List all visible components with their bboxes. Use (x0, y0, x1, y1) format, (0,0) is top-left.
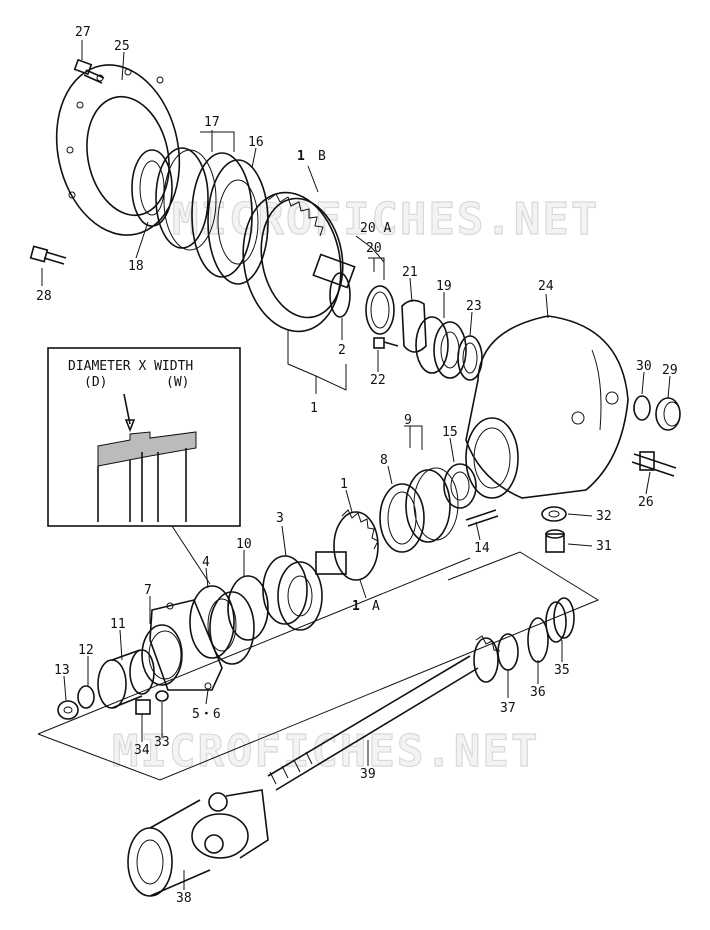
callout-12: 12 (78, 643, 94, 658)
part-28-bolt (29, 245, 67, 265)
callout-23: 23 (466, 299, 482, 314)
callout-22: 22 (370, 373, 386, 388)
callout-1-mid: 1 (340, 477, 348, 492)
part-13-nut (57, 700, 79, 720)
part-29-plug (655, 397, 681, 431)
part-32-washer (541, 506, 567, 522)
callout-14: 14 (474, 541, 490, 556)
callout-29: 29 (662, 363, 678, 378)
inset-title: DIAMETER X WIDTH (68, 359, 193, 374)
callout-labels: 27 25 17 16 1 B 20 A 20 21 19 23 24 18 2… (36, 25, 678, 906)
callout-32: 32 (596, 509, 612, 524)
part-7-ring (141, 624, 183, 686)
part-1a-pinion-gear (315, 509, 379, 581)
part-18-seal (131, 149, 173, 227)
inset-w-label: (W) (166, 375, 189, 390)
callout-1b-letter: B (318, 149, 326, 164)
part-20-ring (365, 285, 395, 335)
part-27-bolt (73, 58, 105, 84)
part-8-ring (379, 483, 425, 553)
part-2-ring (329, 272, 351, 318)
callout-37: 37 (500, 701, 516, 716)
callout-28: 28 (36, 289, 52, 304)
part-14-stud (465, 509, 499, 527)
callout-9: 9 (404, 413, 412, 428)
callout-26: 26 (638, 495, 654, 510)
callout-20a: 20 A (360, 221, 391, 236)
callout-39: 39 (360, 767, 376, 782)
callout-8: 8 (380, 453, 388, 468)
callout-13: 13 (54, 663, 70, 678)
callout-2: 2 (338, 343, 346, 358)
callout-1a-letter: A (372, 599, 380, 614)
callout-19: 19 (436, 279, 452, 294)
part-10-ring (227, 575, 269, 641)
callout-34: 34 (134, 743, 150, 758)
callout-15: 15 (442, 425, 458, 440)
assembly-frame-lower (37, 551, 600, 781)
part-33-washer (155, 690, 169, 702)
part-17-shim (155, 147, 217, 251)
watermark-bottom: MICROFICHES.NET (112, 726, 539, 777)
callout-24: 24 (538, 279, 554, 294)
inset-arrow (123, 393, 131, 425)
part-30-ring (633, 395, 651, 421)
callout-5-6: 5・6 (192, 707, 221, 722)
callout-25: 25 (114, 39, 130, 54)
callout-1b-number: 1 (297, 149, 305, 164)
callout-27: 27 (75, 25, 91, 40)
callout-16: 16 (248, 135, 264, 150)
part-39-driveshaft (267, 635, 501, 791)
callout-17: 17 (204, 115, 220, 130)
part-21-retainer (401, 299, 427, 353)
inset-d-label: (D) (84, 375, 107, 390)
callout-33: 33 (154, 735, 170, 750)
part-25-flange-plate (55, 64, 181, 236)
part-26-stud (631, 451, 677, 477)
leader-lines (41, 40, 671, 890)
part-22-bolt (373, 337, 399, 349)
part-11-sleeve (97, 649, 155, 709)
part-1b-bevel-gear (242, 191, 356, 333)
callout-36: 36 (530, 685, 546, 700)
callout-4: 4 (202, 555, 210, 570)
inset-dimension-box: DIAMETER X WIDTH (D) (W) (47, 347, 241, 585)
callout-11: 11 (110, 617, 126, 632)
inset-section-hatch (97, 431, 197, 467)
callout-3: 3 (276, 511, 284, 526)
part-3-bearing (262, 555, 323, 631)
part-15-bearing (443, 463, 477, 509)
callout-30: 30 (636, 359, 652, 374)
callout-20: 20 (366, 241, 382, 256)
part-38-universal-joint (127, 789, 269, 897)
callout-21: 21 (402, 265, 418, 280)
part-9-shim (405, 467, 459, 543)
callout-1a-number: 1 (352, 599, 360, 614)
callout-18: 18 (128, 259, 144, 274)
callout-10: 10 (236, 537, 252, 552)
part-4-race (189, 585, 255, 665)
part-12-washer (77, 685, 95, 709)
callout-35: 35 (554, 663, 570, 678)
part-31-plug (545, 529, 565, 553)
watermark-top: MICROFICHES.NET (172, 194, 599, 245)
callout-1-top: 1 (310, 401, 318, 416)
part-5-6-plate (149, 599, 223, 691)
part-24-gear-housing (465, 315, 629, 499)
part-34-bolt (135, 699, 151, 715)
callout-7: 7 (144, 583, 152, 598)
callout-38: 38 (176, 891, 192, 906)
callout-31: 31 (596, 539, 612, 554)
